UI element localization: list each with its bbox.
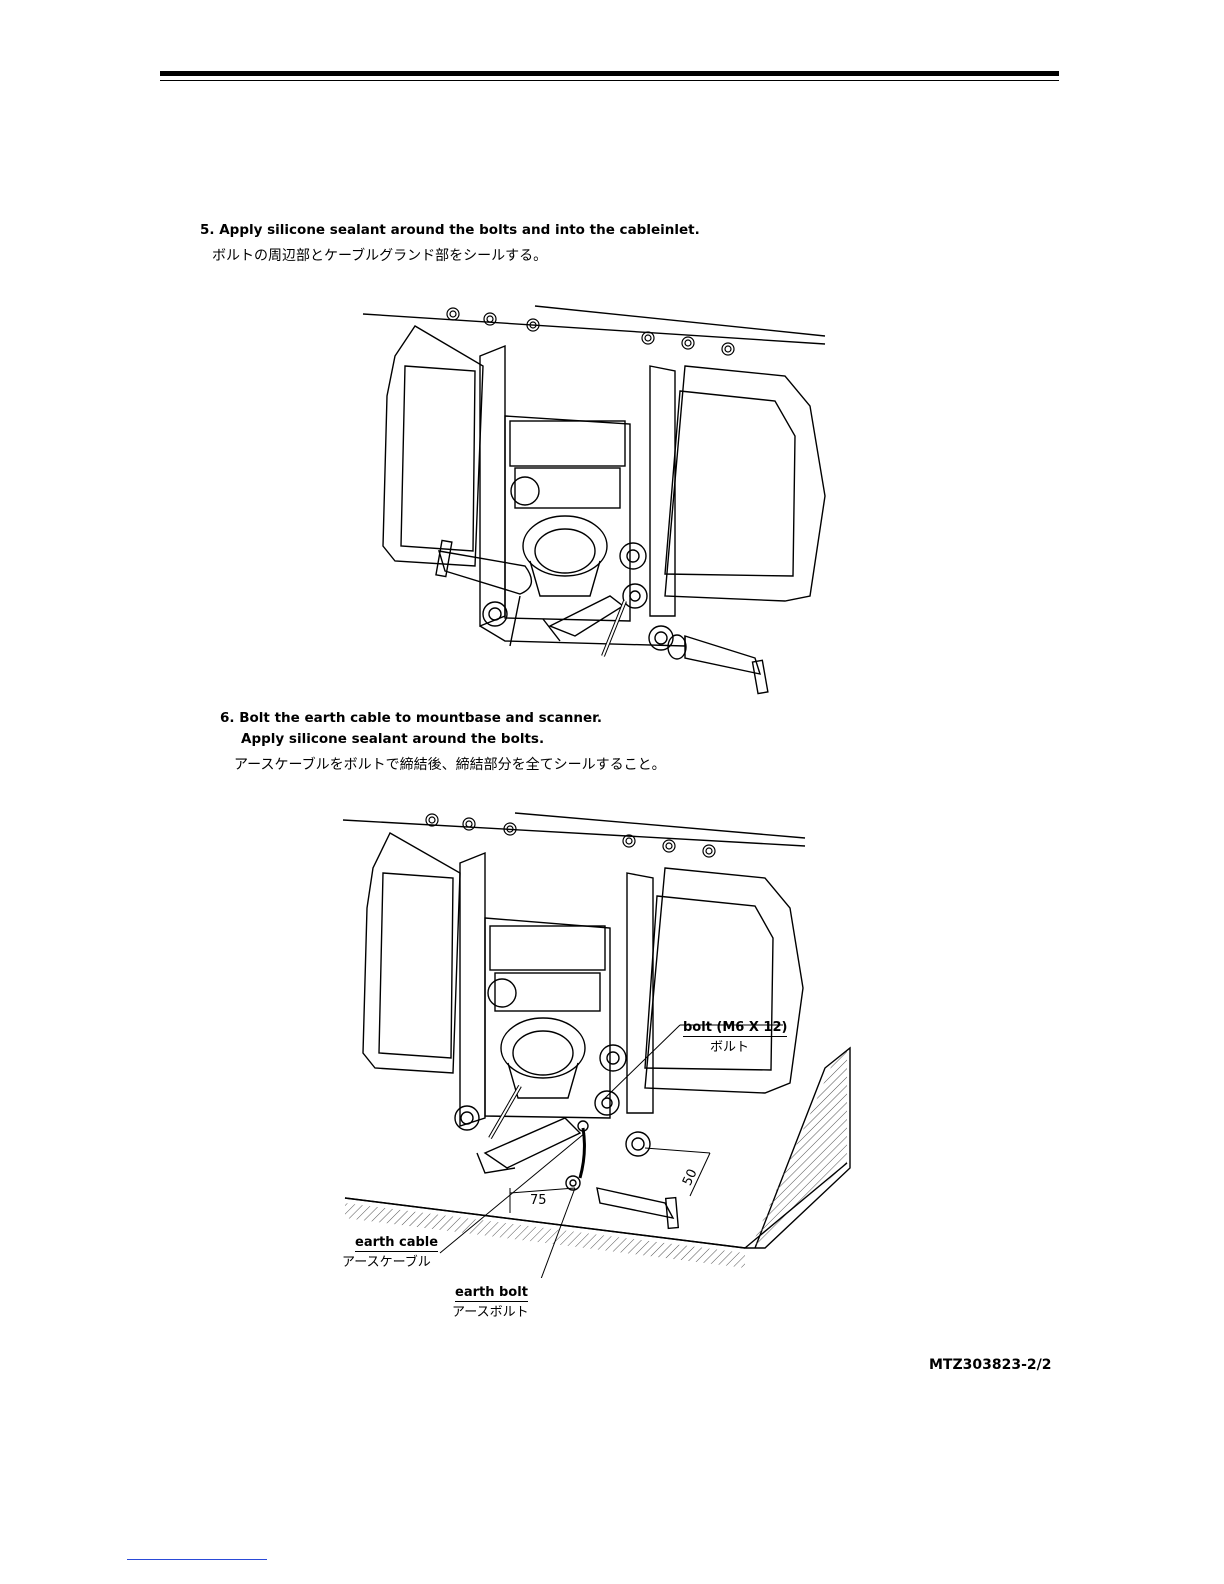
- step6-instruction-en-line1: 6. Bolt the earth cable to mountbase and…: [220, 710, 602, 726]
- earth-cable-label-jp: アースケーブル: [342, 1255, 431, 1270]
- earth-cable-label-en: earth cable: [355, 1235, 438, 1252]
- dimension-75: 75: [530, 1193, 547, 1208]
- bolt-label-jp: ボルト: [710, 1040, 749, 1055]
- header-rule-thin: [160, 80, 1059, 81]
- figure-earth-cable-installation: [335, 808, 855, 1278]
- header-rule-thick: [160, 71, 1059, 76]
- step5-instruction-en: 5. Apply silicone sealant around the bol…: [200, 222, 700, 238]
- step6-instruction-en-line2: Apply silicone sealant around the bolts.: [241, 731, 544, 747]
- step5-instruction-jp: ボルトの周辺部とケーブルグランド部をシールする。: [212, 248, 547, 264]
- earth-bolt-label-en: earth bolt: [455, 1285, 528, 1302]
- step6-instruction-jp: アースケーブルをボルトで締結後、締結部分を全てシールすること。: [234, 757, 666, 773]
- footer-link-underline: [127, 1559, 267, 1560]
- bolt-label-en: bolt (M6 X 12): [683, 1020, 787, 1037]
- figure-sealant-application: [355, 296, 855, 706]
- document-id: MTZ303823-2/2: [929, 1357, 1052, 1373]
- earth-bolt-label-jp: アースボルト: [452, 1305, 529, 1320]
